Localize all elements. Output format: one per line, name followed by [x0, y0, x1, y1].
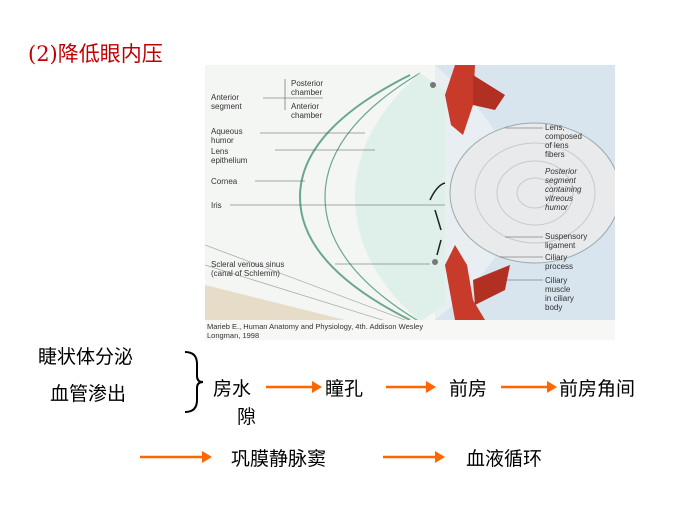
node-schlemm-canal: 巩膜静脉窦 [231, 448, 327, 470]
node-aqueous-humor-wrap: 隙 [237, 406, 257, 428]
arrow-2 [386, 381, 436, 393]
label-posterior-segment: Posterior segment containing vitreous hu… [545, 167, 582, 212]
label-lens-epithelium: Lens epithelium [211, 147, 248, 165]
label-scleral-venous-sinus: Scleral venous sinus (canal of Schlemm) [211, 260, 285, 278]
label-cornea: Cornea [211, 177, 238, 186]
source-ciliary-secretion: 睫状体分泌 [38, 346, 134, 368]
brace [184, 351, 204, 413]
source-vascular-exudation: 血管渗出 [50, 383, 127, 405]
label-lens: Lens, composed of lens fibers [545, 123, 582, 159]
arrow-1 [266, 381, 322, 393]
label-aqueous-humor: Aqueous humor [211, 127, 243, 145]
label-ciliary-process: Ciliary process [545, 253, 574, 271]
figure-caption: Marieb E., Human Anatomy and Physiology,… [207, 322, 424, 340]
eye-anatomy-figure: Posterior chamber Anterior chamber Anter… [204, 65, 621, 340]
arrow-5 [383, 451, 445, 463]
slide-title: (2)降低眼内压 [28, 42, 163, 66]
label-posterior-chamber: Posterior chamber [291, 79, 324, 97]
node-aqueous-humor: 房水 [213, 378, 252, 400]
label-ciliary-muscle: Ciliary muscle in ciliary body [545, 276, 574, 312]
arrow-4 [140, 451, 212, 463]
label-anterior-segment: Anterior segment [211, 93, 242, 111]
eye-diagram [204, 65, 621, 340]
node-anterior-chamber: 前房 [449, 378, 488, 400]
node-chamber-angle: 前房角间 [559, 378, 636, 400]
label-suspensory-ligament: Suspensory ligament [545, 232, 588, 250]
arrow-3 [501, 381, 557, 393]
label-anterior-chamber: Anterior chamber [291, 102, 323, 120]
node-blood-circulation: 血液循环 [466, 448, 543, 470]
node-pupil: 瞳孔 [325, 378, 364, 400]
label-iris: Iris [211, 201, 222, 210]
